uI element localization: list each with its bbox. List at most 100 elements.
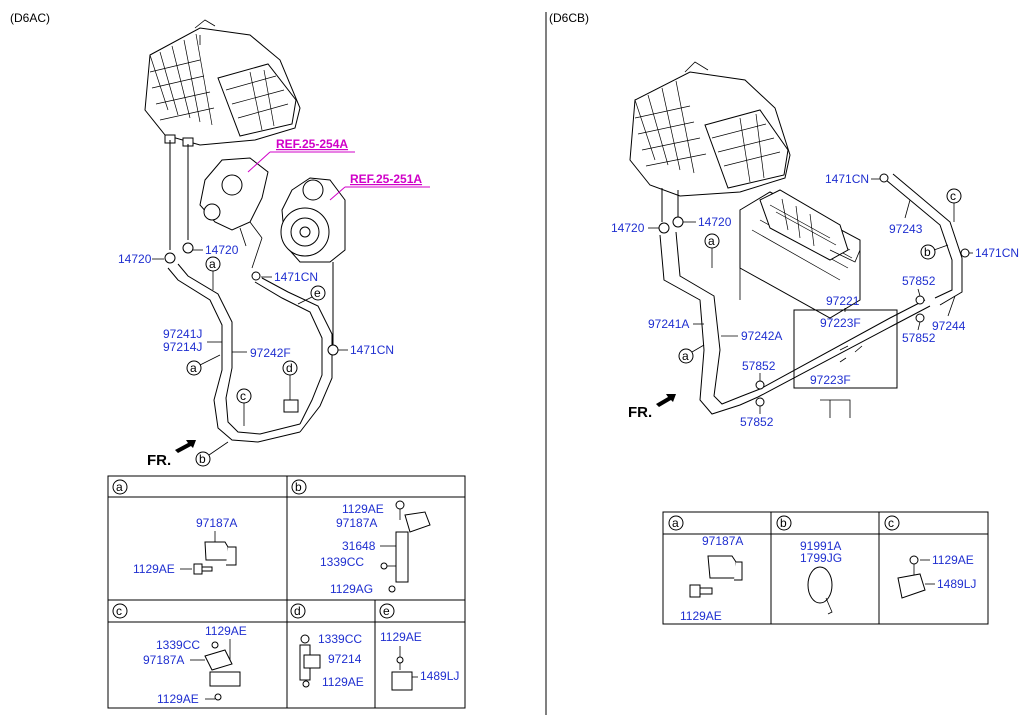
left-clamp-14720-b <box>182 242 194 254</box>
svg-text:d: d <box>294 604 301 618</box>
svg-text:c: c <box>950 189 956 203</box>
right-clamp-57852-d <box>755 397 765 407</box>
left-clamp-1471cn-b <box>327 344 339 356</box>
svg-text:e: e <box>314 286 321 300</box>
right-label-97241a: 97241A <box>648 317 689 331</box>
right-label-57852-ml: 57852 <box>742 359 776 373</box>
left-variant-title: (D6AC) <box>10 11 50 25</box>
right-detail-a: a 97187A 1129AE <box>668 515 743 623</box>
svg-text:1489LJ: 1489LJ <box>937 577 976 591</box>
right-clamp-1471cn-top <box>879 173 889 183</box>
svg-text:1489LJ: 1489LJ <box>420 669 459 683</box>
right-label-97221: 97221 <box>826 294 860 308</box>
left-hvac-unit <box>144 19 301 147</box>
right-97221-box <box>793 309 898 389</box>
right-front-arrow-icon <box>656 394 676 407</box>
left-callout-e: e <box>297 285 326 305</box>
left-label-97242f: 97242F <box>250 346 291 360</box>
left-detail-b: b 1129AE 97187A 31648 1339CC 1129AG <box>291 479 431 596</box>
left-clamp-14720-a <box>164 252 176 264</box>
svg-text:d: d <box>286 361 293 375</box>
right-callout-a-bottom: a <box>678 344 705 364</box>
svg-text:1129AE: 1129AE <box>205 624 247 638</box>
right-clamp-14720-b <box>672 216 684 228</box>
right-label-97242a: 97242A <box>741 329 782 343</box>
svg-text:1799JG: 1799JG <box>800 551 842 565</box>
svg-text:1339CC: 1339CC <box>318 632 362 646</box>
svg-text:c: c <box>116 604 122 618</box>
svg-text:1129AE: 1129AE <box>322 675 364 689</box>
right-label-57852-mr: 57852 <box>902 331 936 345</box>
left-callout-a-top: a <box>205 256 221 290</box>
left-callout-a-bottom: a <box>186 354 221 376</box>
left-front-label: FR. <box>147 452 171 469</box>
svg-text:1129AG: 1129AG <box>330 582 373 596</box>
svg-text:c: c <box>888 516 894 530</box>
svg-text:b: b <box>199 452 206 466</box>
right-hvac-unit <box>629 61 791 197</box>
ref-25-251a[interactable]: REF.25-251A <box>350 172 422 186</box>
ref-25-254a[interactable]: REF.25-254A <box>276 137 348 151</box>
left-front-arrow-icon <box>175 440 196 453</box>
svg-text:97214: 97214 <box>328 652 362 666</box>
left-label-97214j: 97214J <box>163 340 202 354</box>
right-label-97223f-bot: 97223F <box>810 373 851 387</box>
right-label-1471cn-right: 1471CN <box>975 246 1019 260</box>
right-label-1471cn-top: 1471CN <box>825 172 869 186</box>
right-hoses <box>659 173 963 415</box>
svg-text:1339CC: 1339CC <box>320 555 364 569</box>
svg-text:1129AE: 1129AE <box>342 502 384 516</box>
right-label-14720-b: 14720 <box>698 215 732 229</box>
left-callout-d: d <box>282 360 298 400</box>
svg-text:a: a <box>708 234 715 248</box>
svg-text:b: b <box>924 245 931 259</box>
svg-text:a: a <box>682 349 689 363</box>
svg-text:1339CC: 1339CC <box>156 638 200 652</box>
svg-text:a: a <box>190 361 197 375</box>
svg-text:1129AE: 1129AE <box>380 630 422 644</box>
left-detail-d: d 1339CC 97214 1129AE <box>290 603 364 689</box>
svg-text:97187A: 97187A <box>196 516 237 530</box>
right-callout-b: b <box>920 244 949 260</box>
right-label-14720-a: 14720 <box>611 221 645 235</box>
left-detail-table <box>107 475 466 709</box>
svg-text:97187A: 97187A <box>336 516 377 530</box>
left-clamp-1471cn-a <box>251 271 261 281</box>
svg-text:31648: 31648 <box>342 539 376 553</box>
right-clamp-57852-b <box>915 313 925 323</box>
right-label-97244: 97244 <box>932 319 966 333</box>
left-label-14720-b: 14720 <box>205 243 239 257</box>
right-detail-c: c 1129AE 1489LJ <box>884 515 976 599</box>
right-detail-table <box>662 511 989 625</box>
left-detail-c: c 1129AE 1339CC 97187A 1129AE <box>112 603 247 706</box>
svg-text:b: b <box>780 516 787 530</box>
svg-text:91991A: 91991A <box>800 539 841 553</box>
left-label-1471cn-a: 1471CN <box>274 270 318 284</box>
right-variant-title: (D6CB) <box>549 11 589 25</box>
svg-text:c: c <box>240 389 246 403</box>
right-radiator <box>739 189 861 418</box>
svg-text:97187A: 97187A <box>143 653 184 667</box>
right-callout-c: c <box>946 188 962 222</box>
left-hoses <box>167 237 334 443</box>
right-front-label: FR. <box>628 404 652 421</box>
svg-text:1129AE: 1129AE <box>157 692 199 706</box>
left-label-97241j: 97241J <box>163 327 202 341</box>
left-water-pump <box>280 177 346 263</box>
right-detail-b: b 91991A 1799JG <box>776 515 842 615</box>
svg-text:a: a <box>209 257 216 271</box>
left-callout-c: c <box>236 388 252 426</box>
left-thermostat-housing <box>199 157 269 247</box>
svg-text:97187A: 97187A <box>702 534 743 548</box>
right-label-97223f-top: 97223F <box>820 316 861 330</box>
svg-text:a: a <box>672 516 679 530</box>
right-clamp-14720-a <box>658 222 670 234</box>
right-clamp-1471cn-right <box>960 248 970 258</box>
left-detail-e: e 1129AE 1489LJ <box>379 603 459 691</box>
right-label-97243: 97243 <box>889 222 923 236</box>
left-label-1471cn-b: 1471CN <box>350 343 394 357</box>
right-clamp-57852-c <box>755 380 765 390</box>
svg-text:a: a <box>116 480 123 494</box>
right-label-57852-bl: 57852 <box>740 415 774 429</box>
